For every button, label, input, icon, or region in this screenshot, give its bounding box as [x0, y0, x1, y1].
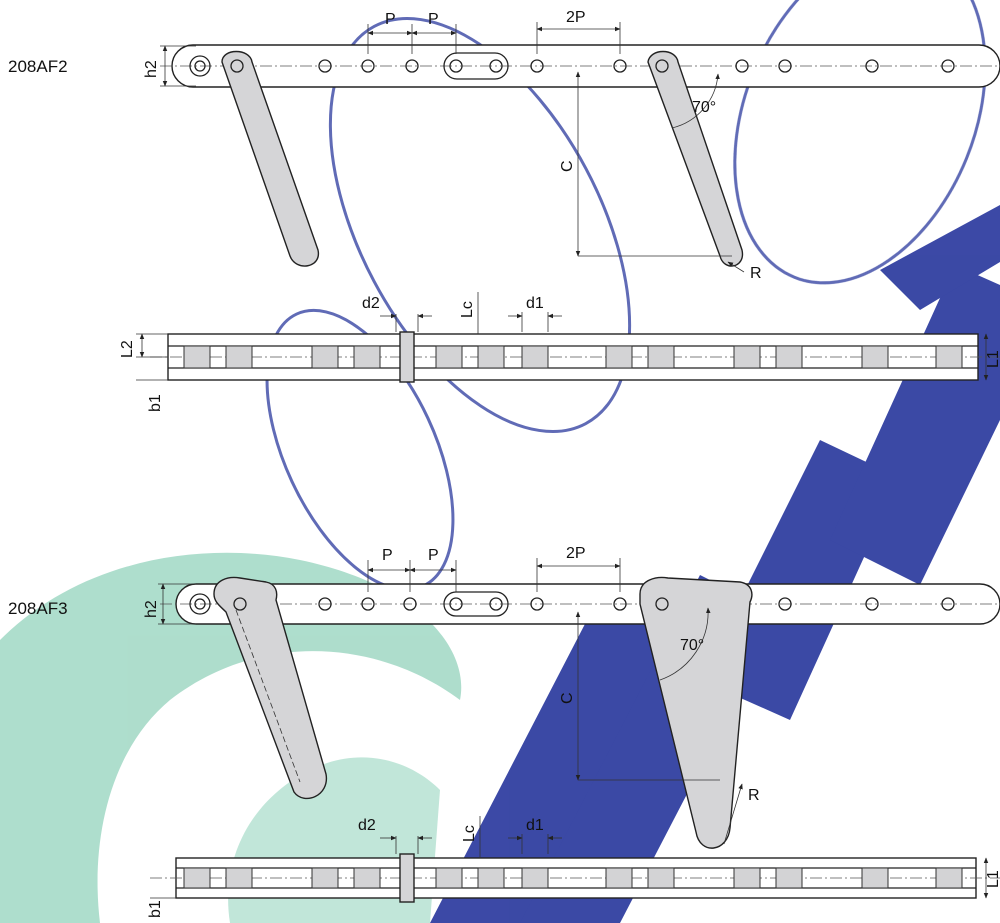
- dim-b1: b1: [147, 900, 164, 918]
- attachment-right: [639, 576, 753, 849]
- dim-angle: 70°: [692, 99, 716, 116]
- attachment-right: [647, 50, 744, 267]
- side-view-208af3: d2 Lc d1 b1 L1: [147, 816, 1000, 918]
- dim-h2: h2: [143, 60, 160, 78]
- dim-d2: d2: [358, 817, 376, 834]
- dim-p-2: P: [428, 11, 439, 28]
- dim-2p: 2P: [566, 9, 586, 26]
- top-view-208af3: P P 2P h2 C R 70°: [143, 545, 1000, 849]
- dim-h2: h2: [143, 600, 160, 618]
- connecting-link: [399, 331, 415, 383]
- dim-r: R: [748, 787, 760, 804]
- rollers: [183, 867, 963, 889]
- dim-l1: L1: [985, 350, 1000, 368]
- connecting-link: [399, 853, 415, 903]
- dim-c: C: [559, 692, 576, 704]
- dim-l1: L1: [985, 870, 1000, 888]
- view-label-208af2: 208AF2: [8, 57, 68, 76]
- dim-p-1: P: [385, 11, 396, 28]
- dim-r: R: [750, 265, 762, 282]
- dim-lc: Lc: [459, 301, 476, 318]
- dim-d1: d1: [526, 295, 544, 312]
- dim-2p: 2P: [566, 545, 586, 562]
- dim-angle: 70°: [680, 637, 704, 654]
- attachment-left: [221, 50, 319, 267]
- side-view-208af2: d2 Lc d1 L2 b1 L1: [119, 292, 1000, 412]
- attachment-left: [213, 576, 327, 800]
- top-view-208af2: P P 2P h2 C R 70°: [143, 9, 1000, 282]
- dim-c: C: [559, 160, 576, 172]
- dim-l2: L2: [119, 340, 136, 358]
- dim-b1: b1: [147, 394, 164, 412]
- dim-lc: Lc: [461, 825, 478, 842]
- dim-p-2: P: [428, 547, 439, 564]
- dim-d1: d1: [526, 817, 544, 834]
- view-label-208af3: 208AF3: [8, 599, 68, 618]
- dim-d2: d2: [362, 295, 380, 312]
- dim-p-1: P: [382, 547, 393, 564]
- rollers: [183, 345, 963, 369]
